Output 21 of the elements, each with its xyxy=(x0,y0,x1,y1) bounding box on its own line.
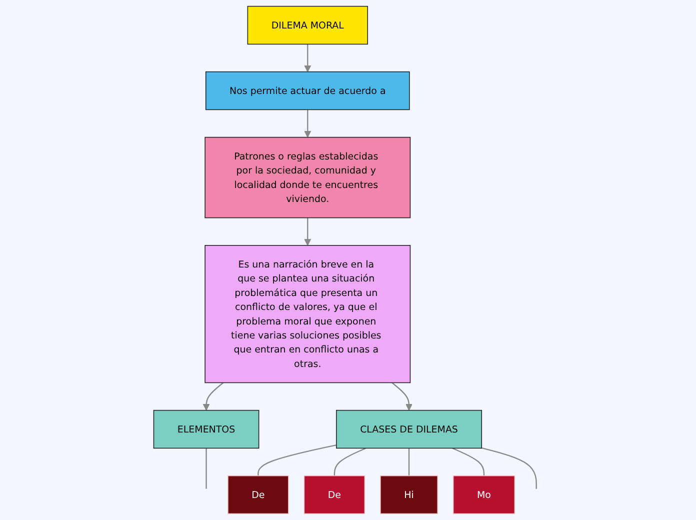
arrow xyxy=(304,110,312,138)
connector xyxy=(206,448,207,489)
connector xyxy=(408,448,410,476)
node-box: Nos permite actuar de acuerdo a xyxy=(205,71,410,110)
connector xyxy=(258,444,337,476)
node-box: Mo xyxy=(452,475,516,514)
node-box: Hi xyxy=(380,475,438,514)
node-box: Es una narración breve en la que se plantea una situación problemática que presenta un conflicto de valores, ya que el problema moral que exponen tiene varias soluciones posibles que entran en conflicto unas a otras. xyxy=(204,245,411,384)
node-box: CLASES DE DILEMAS xyxy=(336,410,482,449)
node-box: De xyxy=(304,475,366,514)
connector xyxy=(334,448,366,476)
node-box: ELEMENTOS xyxy=(153,410,260,449)
node-box: DILEMA MORAL xyxy=(247,6,368,45)
arrow xyxy=(304,44,312,72)
node-box: Patrones o reglas establecidas por la sociedad, comunidad y localidad donde te encuentres viviendo. xyxy=(204,136,411,218)
arrow xyxy=(392,382,412,411)
connector xyxy=(481,447,537,489)
connector xyxy=(452,448,485,476)
node-box: De xyxy=(228,475,289,514)
arrow xyxy=(202,382,224,411)
arrow xyxy=(304,218,312,246)
